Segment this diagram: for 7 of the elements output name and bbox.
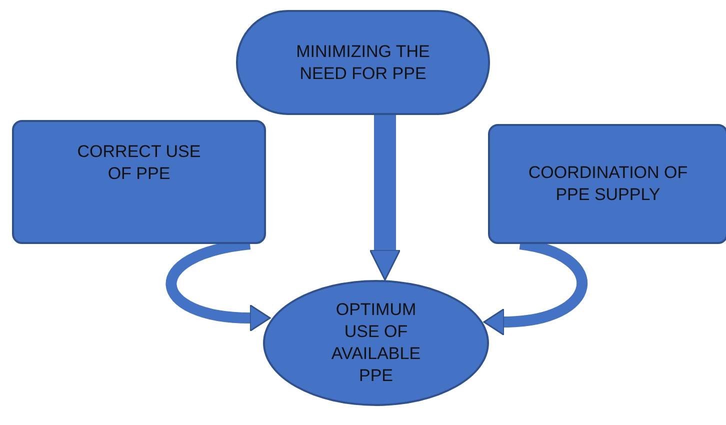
node-label: CORRECT USE OF PPE	[76, 141, 202, 185]
block-arrow	[369, 115, 401, 281]
node-label: COORDINATION OF PPE SUPPLY	[527, 162, 689, 206]
process-box	[12, 120, 266, 244]
node-label: MINIMIZING THE NEED FOR PPE	[295, 40, 431, 84]
node-label: OPTIMUM USE OF AVAILABLE PPE	[331, 299, 421, 387]
process-box	[488, 124, 726, 244]
